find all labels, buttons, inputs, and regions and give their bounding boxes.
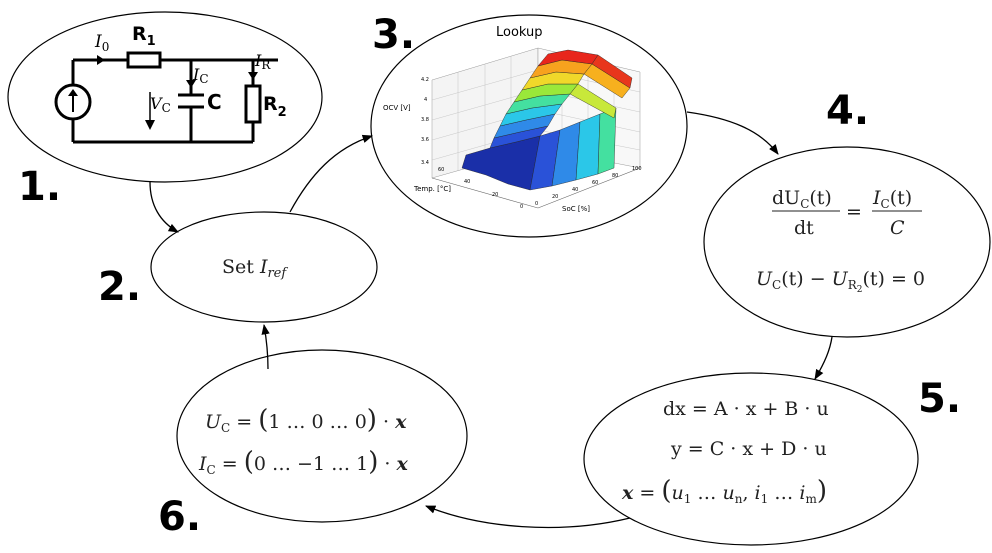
lookup-title: Lookup: [496, 25, 543, 40]
state-equation: dx = A · x + B · u: [663, 398, 829, 420]
z-tick: 4.2: [421, 77, 429, 83]
r1-label: R1: [132, 23, 156, 49]
r2-label: R2: [263, 93, 287, 120]
eq1-equals: =: [846, 201, 862, 223]
step-2-number: 2.: [98, 264, 141, 310]
node-2-ellipse: [150, 211, 378, 323]
ic-label: IC: [192, 65, 209, 86]
soc-tick: 0: [535, 201, 538, 207]
temp-tick: 0: [520, 204, 523, 210]
ic-output-equation: IC = (0 … −1 … 1) · x: [198, 447, 408, 477]
soc-tick: 60: [592, 180, 598, 186]
node-6-ellipse: [176, 349, 468, 523]
uc-output-equation: UC = (1 … 0 … 0) · x: [205, 405, 407, 435]
node-5-ellipse: [583, 372, 919, 546]
i0-label: I0: [94, 32, 109, 54]
output-equation: y = C · x + D · u: [670, 438, 827, 460]
i0-arrow-icon: [97, 55, 105, 65]
soc-axis-label: SoC [%]: [562, 205, 590, 213]
ir-arrow-icon: [248, 72, 258, 80]
eq1-rhs-numerator: IC(t): [872, 187, 912, 211]
arrow-1-to-2: [149, 181, 179, 233]
eq1-numerator: dUC(t): [772, 187, 832, 211]
arrow-2-to-3: [289, 134, 373, 213]
step-3-number: 3.: [372, 12, 415, 58]
temp-tick: 40: [464, 179, 470, 185]
soc-tick: 80: [612, 173, 618, 179]
temp-axis-label: Temp. [°C]: [413, 185, 451, 193]
step-4-number: 4.: [826, 88, 869, 134]
vc-arrow-icon: [145, 120, 155, 130]
z-tick: 3.6: [421, 137, 429, 143]
step-6-number: 6.: [158, 494, 201, 540]
temp-tick: 20: [492, 192, 498, 198]
node-4-ellipse: [703, 146, 991, 338]
r2-resistor: [244, 84, 262, 124]
c-label: C: [207, 90, 222, 114]
eq2: UC(t) − UR2(t) = 0: [756, 268, 925, 295]
soc-tick: 40: [572, 187, 578, 193]
lookup-surface-plot: [431, 47, 641, 209]
soc-tick: 100: [632, 166, 642, 172]
arrow-5-to-6: [425, 505, 631, 529]
vc-label: VC: [150, 94, 171, 115]
temp-tick: 60: [438, 167, 444, 173]
eq1-rhs-denominator: C: [890, 217, 905, 239]
soc-tick: 20: [552, 194, 558, 200]
z-tick: 3.4: [421, 160, 429, 166]
ir-label: IR: [254, 51, 271, 72]
arrow-3-to-4: [686, 111, 779, 155]
arrow-6-to-2: [261, 323, 270, 370]
step-5-number: 5.: [918, 376, 961, 422]
state-vector: x = (u1 … un, i1 … im): [621, 476, 827, 506]
z-tick: 4: [424, 97, 427, 103]
set-iref-label: Set Iref: [222, 256, 288, 281]
step-1-number: 1.: [18, 164, 61, 210]
eq1-denominator: dt: [794, 217, 814, 239]
ocv-axis-label: OCV [V]: [383, 104, 411, 112]
r1-resistor: [126, 51, 162, 69]
ic-arrow-icon: [186, 80, 196, 88]
z-tick: 3.8: [421, 117, 429, 123]
arrow-4-to-5: [814, 336, 833, 380]
node-1-ellipse: [7, 11, 323, 183]
